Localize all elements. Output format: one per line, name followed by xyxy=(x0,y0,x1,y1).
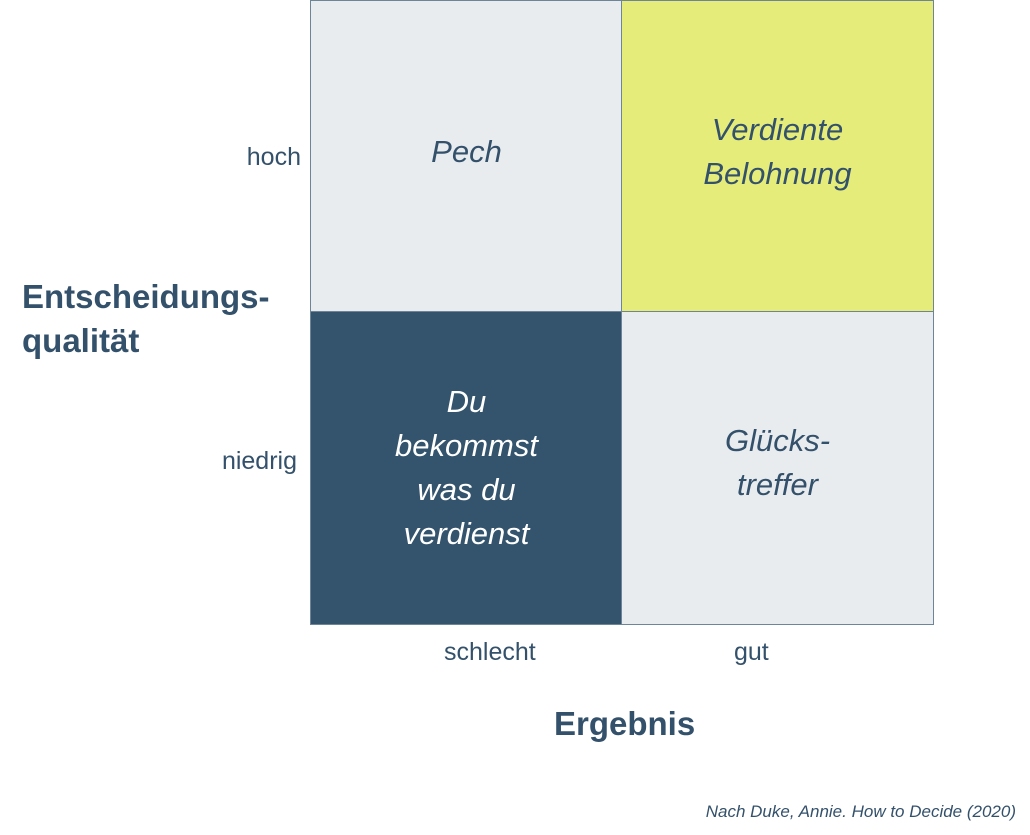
x-tick-schlecht: schlecht xyxy=(444,638,536,666)
x-axis-title: Ergebnis xyxy=(554,705,696,742)
cell-verdiente-belohnung: Verdiente Belohnung xyxy=(621,0,934,313)
cell-label: Glücks- treffer xyxy=(724,423,831,502)
y-tick-niedrig: niedrig xyxy=(221,447,297,475)
cell-label: Pech xyxy=(431,133,502,169)
cell-du-bekommst: Du bekommst was du verdienst xyxy=(310,311,623,625)
y-axis-title: Entscheidungs- qualität xyxy=(22,278,270,359)
x-tick-gut: gut xyxy=(734,638,769,666)
cell-label: Du bekommst was du verdienst xyxy=(395,384,538,551)
cell-gluckstreffer: Glücks- treffer xyxy=(621,311,934,625)
cell-pech: Pech xyxy=(310,0,623,313)
source-citation: Nach Duke, Annie. How to Decide (2020) xyxy=(705,802,1016,821)
cell-label: Verdiente Belohnung xyxy=(703,111,852,191)
y-tick-hoch: hoch xyxy=(246,143,301,171)
